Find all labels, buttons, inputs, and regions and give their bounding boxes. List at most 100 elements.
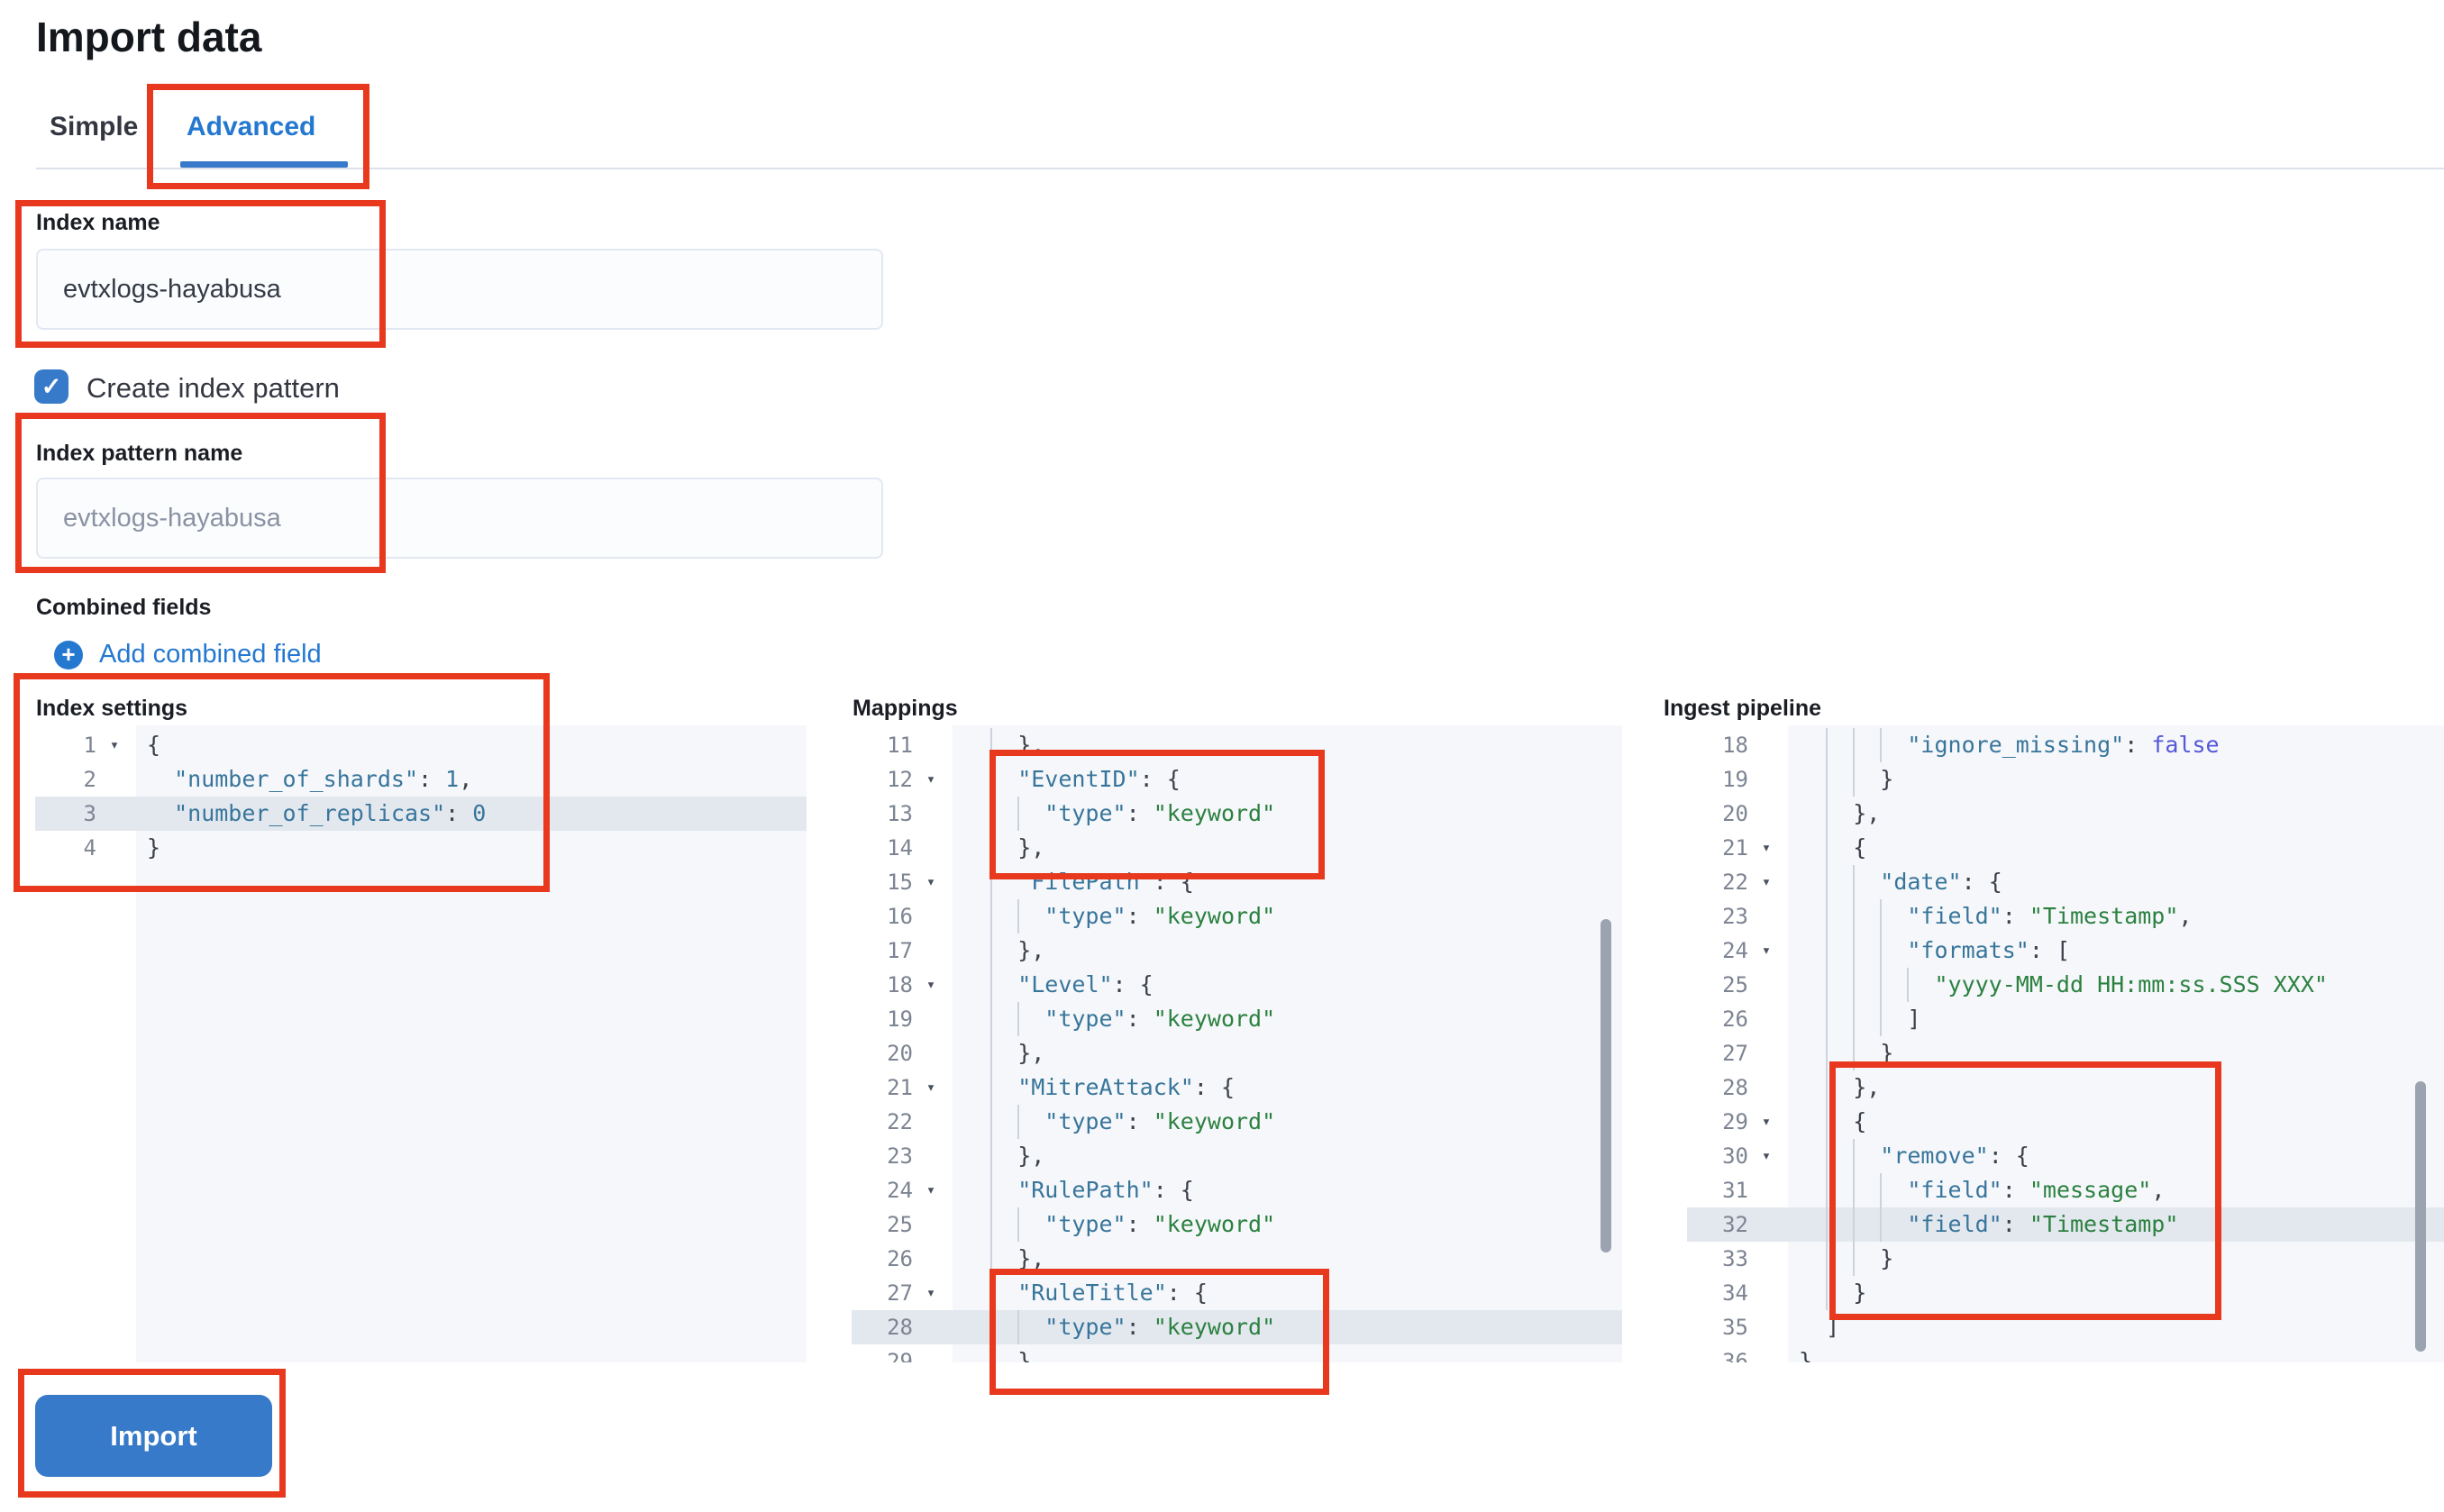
indent-guide [1017,797,1044,831]
line-gutter: 24▾ [1687,934,1788,968]
indent-guide [990,1207,1017,1242]
indent-space [963,1070,990,1105]
indent-guide [1826,728,1853,762]
code-token: , [2151,1177,2166,1203]
code-line: 21▾"MitreAttack": { [852,1070,1622,1105]
code-token: } [1880,1245,1894,1271]
mappings-scrollbar-thumb[interactable] [1600,919,1611,1252]
line-content: "type": "keyword" [953,1310,1622,1344]
code-line: 33} [1687,1242,2444,1276]
chevron-down-icon[interactable]: ▾ [109,736,120,754]
line-gutter: 18▾ [852,968,953,1002]
indent-space [1799,1105,1826,1139]
indent-guide [1853,728,1880,762]
line-number: 26 [887,1246,913,1271]
line-gutter: 14 [852,831,953,865]
tab-simple[interactable]: Simple [50,112,139,141]
code-token: "remove" [1880,1143,1989,1169]
code-line: 35] [1687,1310,2444,1344]
indent-space [1799,899,1826,934]
ingest-pipeline-scrollbar-thumb[interactable] [2415,1081,2426,1352]
indent-guide [1853,865,1880,899]
code-token: }, [1017,1143,1045,1169]
index-settings-editor[interactable]: 1▾{2"number_of_shards": 1,3"number_of_re… [35,725,807,1362]
line-number: 34 [1722,1280,1748,1306]
indent-space [1799,1036,1826,1070]
create-index-pattern-label: Create index pattern [87,372,340,404]
chevron-down-icon[interactable]: ▾ [1761,942,1772,960]
line-gutter: 31 [1687,1173,1788,1207]
indent-guide [1880,899,1907,934]
code-line: 3"number_of_replicas": 0 [35,797,807,831]
code-token: }, [1853,1074,1881,1100]
tab-advanced[interactable]: Advanced [187,112,316,141]
code-line: 22"type": "keyword" [852,1105,1622,1139]
editor-gutter [1687,725,1788,1362]
indent-guide [1880,934,1907,968]
mappings-editor[interactable]: 11},12▾"EventID": {13"type": "keyword"14… [852,725,1622,1362]
code-line: 16"type": "keyword" [852,899,1622,934]
line-gutter: 25 [852,1207,953,1242]
line-content: "ignore_missing": false [1788,728,2444,762]
chevron-down-icon [1748,1344,1784,1362]
code-token: }, [1853,800,1881,826]
code-token: : { [1193,1074,1236,1100]
line-content: }, [953,1139,1622,1173]
indent-space [1799,865,1826,899]
chevron-down-icon[interactable]: ▾ [926,1079,936,1097]
code-line: 25"type": "keyword" [852,1207,1622,1242]
line-number: 25 [1722,972,1748,997]
code-token: ] [1826,1314,1840,1340]
indent-guide [1880,728,1907,762]
code-token: ] [1907,1006,1921,1032]
chevron-down-icon[interactable]: ▾ [1761,1147,1772,1165]
chevron-down-icon[interactable]: ▾ [926,976,936,994]
chevron-down-icon[interactable]: ▾ [1761,1113,1772,1131]
indent-guide [1853,968,1880,1002]
ingest-pipeline-label: Ingest pipeline [1664,696,1822,721]
add-combined-field-link[interactable]: + Add combined field [54,640,322,669]
line-gutter: 2 [35,762,136,797]
indent-space [963,968,990,1002]
line-content: { [136,728,807,762]
code-line: 26] [1687,1002,2444,1036]
chevron-down-icon [1748,1242,1784,1276]
indent-guide [1826,1207,1853,1242]
indent-guide [990,1070,1017,1105]
line-content: "type": "keyword" [953,899,1622,934]
create-index-pattern-checkbox[interactable]: ✓ [34,369,68,404]
code-line: 25"yyyy-MM-dd HH:mm:ss.SSS XXX" [1687,968,2444,1002]
chevron-down-icon[interactable]: ▾ [926,1284,936,1302]
chevron-down-icon[interactable]: ▾ [926,873,936,891]
index-pattern-name-input[interactable] [36,478,883,559]
code-line: 29▾{ [1687,1105,2444,1139]
chevron-down-icon [1748,728,1784,762]
indent-space [1799,831,1826,865]
indent-space [963,797,990,831]
chevron-down-icon[interactable]: ▾ [1761,839,1772,857]
import-button[interactable]: Import [35,1395,272,1477]
line-number: 22 [887,1109,913,1134]
indent-guide [1853,1207,1880,1242]
code-line: 15▾"FilePath": { [852,865,1622,899]
indent-guide [990,1242,1017,1276]
line-content: "number_of_replicas": 0 [136,797,807,831]
chevron-down-icon[interactable]: ▾ [1761,873,1772,891]
line-content: "type": "keyword" [953,797,1622,831]
chevron-down-icon [913,797,949,831]
line-content: { [1788,1105,2444,1139]
line-gutter: 16 [852,899,953,934]
line-content: "date": { [1788,865,2444,899]
chevron-down-icon[interactable]: ▾ [926,770,936,788]
indent-guide [1826,762,1853,797]
indent-guide [1853,899,1880,934]
code-token: "keyword" [1153,1211,1276,1237]
code-line: 22▾"date": { [1687,865,2444,899]
line-number: 26 [1722,1006,1748,1032]
chevron-down-icon[interactable]: ▾ [926,1181,936,1199]
chevron-down-icon [96,831,132,865]
chevron-down-icon [1748,1070,1784,1105]
index-name-input[interactable] [36,249,883,330]
